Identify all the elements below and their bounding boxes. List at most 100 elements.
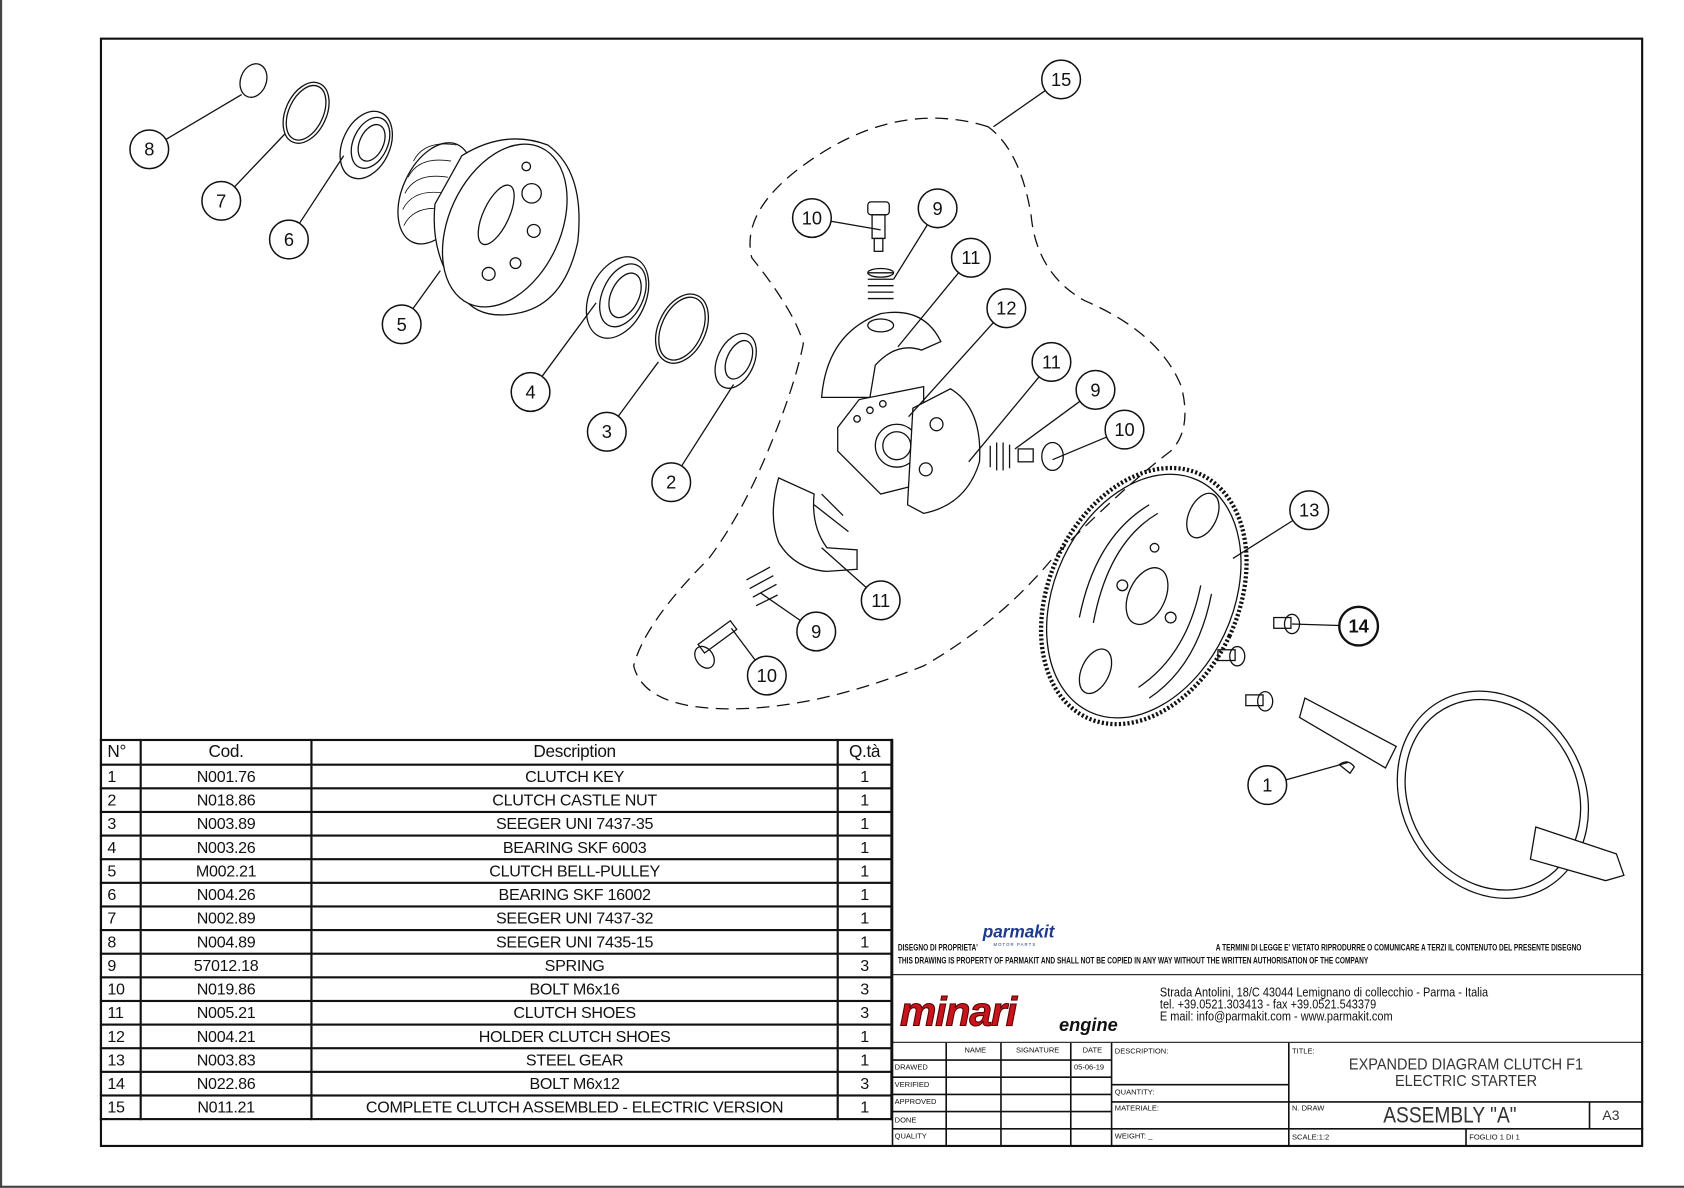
cell-code: N003.89 (139, 810, 313, 837)
cell-quantity: 1 (836, 905, 893, 932)
cell-number: 12 (99, 1023, 142, 1050)
callout-circle (917, 188, 958, 229)
minari-logo-suffix: engine (1058, 1014, 1118, 1036)
col-date: DATE (1082, 1047, 1103, 1055)
part-bolts-m6x12 (1217, 613, 1301, 712)
cell-description: BEARING SKF 6003 (310, 834, 839, 861)
cell-description: CLUTCH SHOES (310, 999, 839, 1026)
sheet-number: FOGLIO 1 DI 1 (1469, 1134, 1520, 1142)
callout-15: 15 (993, 59, 1082, 128)
part-castle-nut (714, 332, 757, 389)
part-clutch-shoe-top (820, 311, 942, 399)
cell-code: M002.21 (139, 858, 313, 884)
cell-description: SEEGER UNI 7437-35 (310, 810, 839, 837)
leader-line (234, 133, 286, 188)
header-code: Cod. (139, 738, 313, 766)
callout-circle (950, 237, 991, 278)
cell-description: BOLT M6x12 (310, 1070, 839, 1097)
cell-code: 57012.18 (139, 952, 313, 979)
parmakit-logo-sub: MOTOR PARTS (993, 941, 1037, 948)
part-seeger-15 (239, 63, 268, 98)
part-seeger-35 (654, 293, 710, 364)
material-label: MATERIALE: (1114, 1105, 1159, 1113)
callout-circle (791, 197, 833, 239)
parmakit-logo: parmakit (982, 923, 1055, 942)
callout-number: 2 (666, 472, 676, 493)
cell-quantity: 1 (836, 763, 893, 790)
callout-number: 4 (525, 381, 535, 402)
cell-code: N022.86 (139, 1070, 313, 1097)
cell-description: COMPLETE CLUTCH ASSEMBLED - ELECTRIC VER… (310, 1094, 839, 1121)
cell-quantity: 1 (836, 810, 893, 837)
callout-5: 5 (381, 270, 441, 345)
callout-circle (129, 129, 170, 170)
leader-line (1232, 519, 1294, 560)
leader-line (821, 547, 867, 588)
cell-code: N003.26 (139, 834, 313, 861)
row-approved: APPROVED (894, 1098, 937, 1107)
ndraw-value: ASSEMBLY "A" (1383, 1102, 1517, 1128)
callout-12: 12 (908, 288, 1027, 418)
callout-circle (796, 611, 837, 652)
cell-number: 2 (99, 787, 142, 814)
cell-number: 13 (99, 1047, 142, 1073)
part-bearing-16002 (339, 110, 394, 180)
cell-number: 15 (99, 1094, 142, 1121)
cell-description: BEARING SKF 16002 (310, 881, 839, 908)
cell-description: SEEGER UNI 7435-15 (310, 929, 839, 955)
cell-description: CLUTCH CASTLE NUT (310, 787, 839, 814)
callout-13: 13 (1232, 490, 1330, 560)
table-header-row: N° Cod. Description Q.tà (99, 738, 893, 766)
header-quantity: Q.tà (836, 738, 893, 766)
cell-quantity: 1 (836, 787, 893, 814)
callout-1: 1 (1247, 761, 1349, 806)
part-spring (867, 267, 895, 300)
disclaimer-english: THIS DRAWING IS PROPERTY OF PARMAKIT AND… (897, 954, 1369, 966)
scale: SCALE:1:2 (1292, 1134, 1330, 1142)
part-clutch-bell-pulley (397, 138, 580, 316)
company-contact: Strada Antolini, 18/C 43044 Lemignano di… (1160, 986, 1488, 1023)
cell-description: SEEGER UNI 7437-32 (310, 905, 839, 932)
sheet-format: A3 (1602, 1107, 1620, 1124)
cell-description: HOLDER CLUTCH SHOES (310, 1023, 839, 1050)
cell-quantity: 3 (836, 952, 893, 979)
part-steel-gear (1038, 465, 1249, 727)
callout-circle (268, 219, 309, 260)
part-holder-clutch-shoes (837, 385, 981, 515)
cell-code: N005.21 (139, 999, 313, 1026)
callout-2: 2 (651, 384, 735, 503)
leader-line (541, 302, 597, 377)
callout-number: 9 (933, 198, 943, 219)
header-description: Description (310, 738, 839, 766)
cell-number: 3 (99, 810, 142, 837)
callout-circle (1289, 490, 1330, 531)
title-line-2: ELECTRIC STARTER (1394, 1071, 1538, 1091)
leader-line (617, 361, 659, 417)
callout-circle (510, 371, 551, 413)
cell-code: N003.83 (139, 1047, 313, 1073)
cell-quantity: 1 (836, 1023, 893, 1050)
cell-quantity: 3 (836, 999, 893, 1026)
cell-number: 5 (99, 858, 142, 884)
cell-code: N018.86 (139, 787, 313, 814)
cell-code: N019.86 (139, 976, 313, 1003)
quantity-label: QUANTITY: (1114, 1089, 1155, 1097)
callout-9: 9 (760, 592, 837, 652)
disclaimer-italian-right: A TERMINI DI LEGGE E' VIETATO RIPRODURRE… (1215, 941, 1582, 953)
callout-number: 15 (1051, 69, 1071, 90)
leader-line (830, 220, 881, 231)
callout-11: 11 (968, 341, 1072, 463)
leader-line (760, 592, 801, 622)
callout-number: 10 (802, 207, 822, 228)
cell-description: BOLT M6x16 (310, 976, 839, 1003)
drawed-date: 05-06-19 (1074, 1064, 1105, 1072)
callout-3: 3 (586, 361, 659, 452)
